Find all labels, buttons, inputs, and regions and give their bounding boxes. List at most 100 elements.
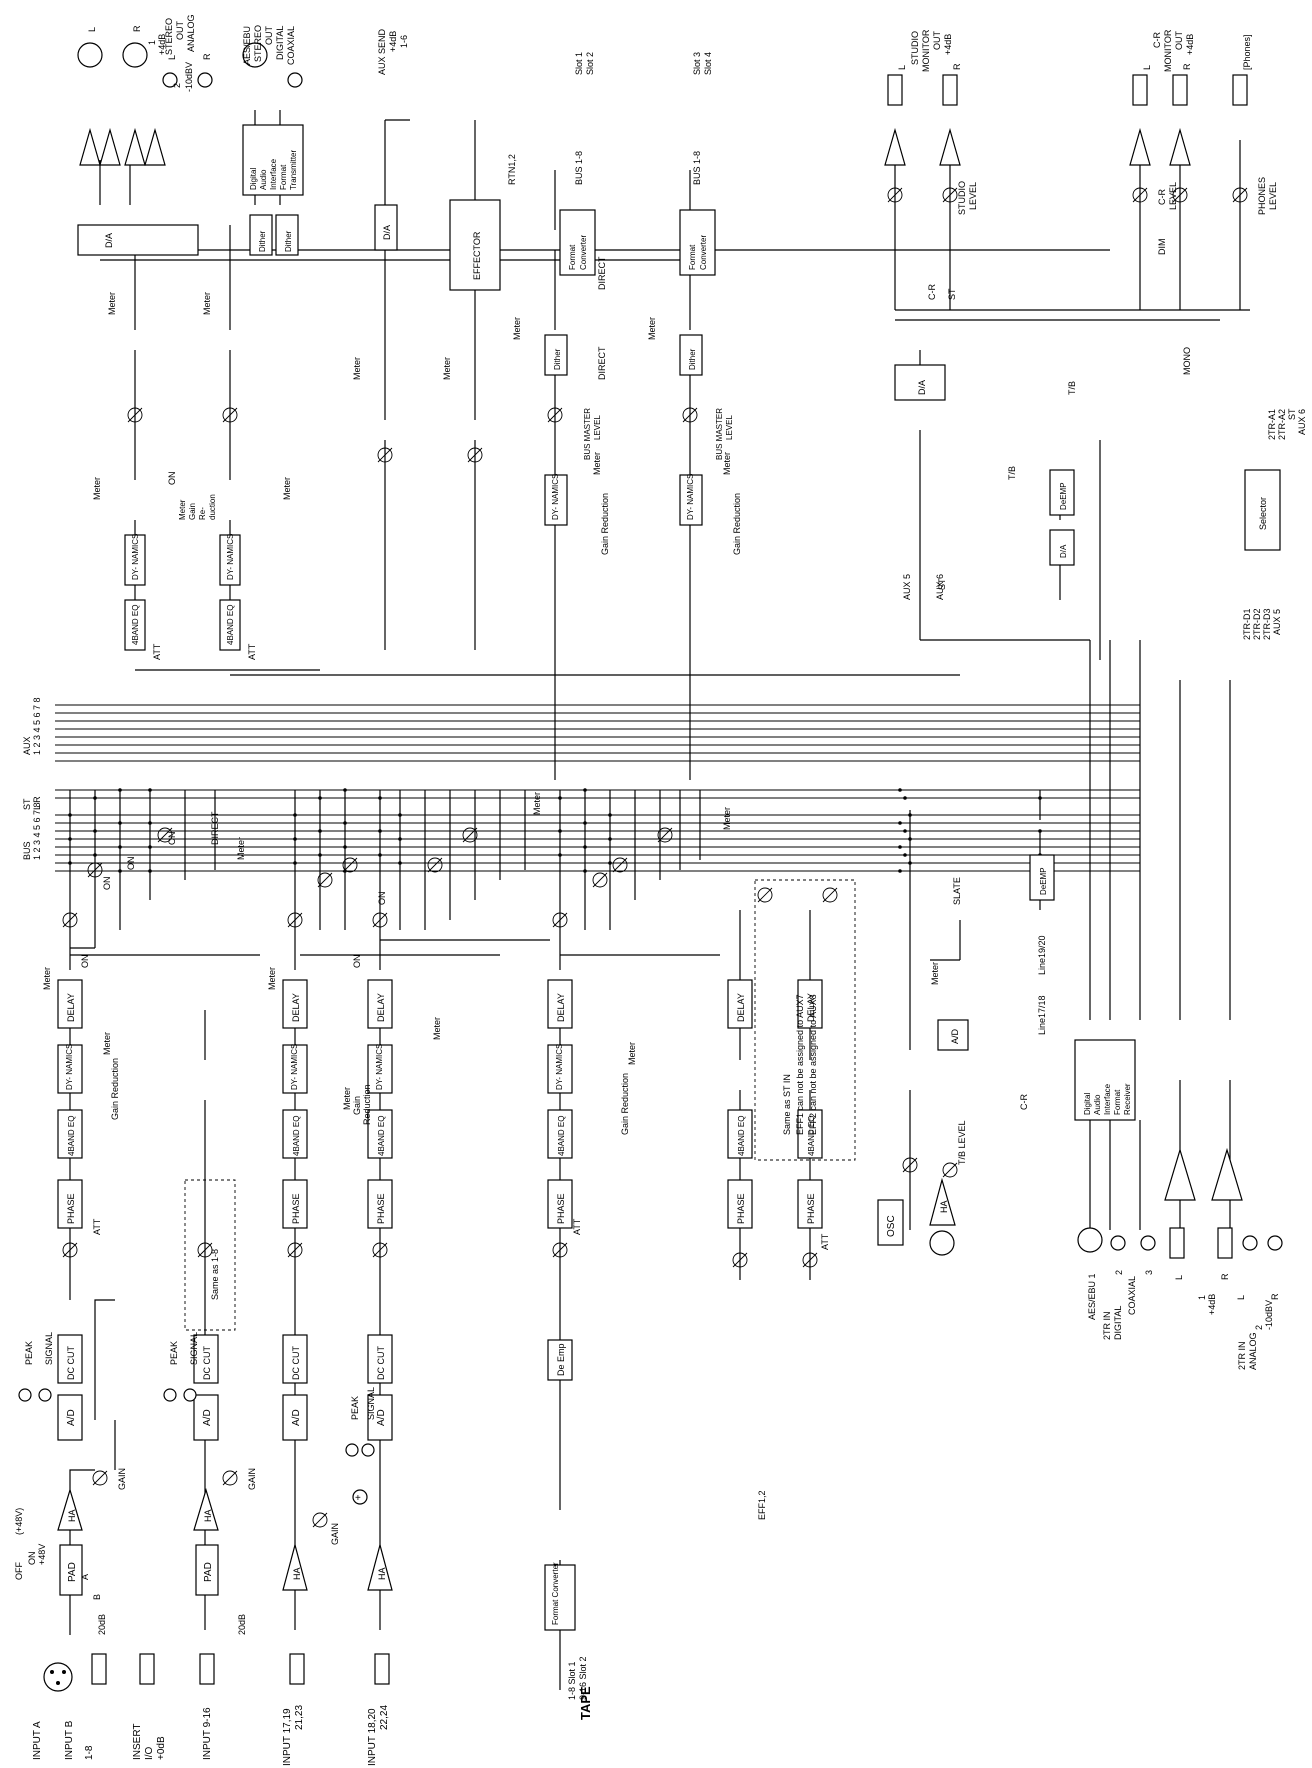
phone-jack-icon <box>199 1653 215 1685</box>
meter-label-3: Meter <box>532 792 542 815</box>
input-range-label: 1-8 <box>84 1745 95 1760</box>
input-section: PAD PAD HA HA HA HA A/D A/D A/D A/D DC C… <box>14 187 1248 1766</box>
line-amp-icon <box>1211 1147 1243 1201</box>
st-lr-label: L R <box>32 796 42 810</box>
analog-out-l: L <box>167 55 177 60</box>
monitor-section: L R STUDIO MONITOR OUT +4dB L R C-R MONI… <box>884 29 1307 640</box>
phone-jack-icon <box>942 74 958 106</box>
effector-block <box>449 199 501 291</box>
plus4db-value: +4dB <box>1207 1294 1217 1315</box>
on-label-17: ON <box>352 955 362 969</box>
stereo-gain-red: Meter <box>178 499 187 520</box>
monitor-tb-label-2: T/B <box>1007 466 1017 480</box>
phone-jack-icon <box>91 1653 107 1685</box>
bus-dyn-2 <box>679 474 703 526</box>
on-label-17b: ON <box>377 892 387 906</box>
phone-jack-icon <box>139 1653 155 1685</box>
plus4db-label: 1 <box>1197 1295 1207 1300</box>
delay-block <box>727 979 753 1029</box>
bm2-level-2: LEVEL <box>725 415 734 440</box>
eq-label: 4BAND EQ <box>377 1116 386 1156</box>
selector-label: Selector <box>1258 497 1268 530</box>
studio-level-2: LEVEL <box>968 182 978 210</box>
dc-cut-block <box>282 1334 308 1384</box>
delay-label: DELAY <box>736 993 746 1022</box>
monitor-cr-label: C-R <box>927 284 937 300</box>
coax-2-label: 2 <box>1114 1270 1124 1275</box>
bus-junction <box>903 853 907 857</box>
tape-slots-label-2: 9-16 Slot 2 <box>578 1656 588 1700</box>
ha-label: HA <box>377 1567 387 1580</box>
analog-word: ANALOG <box>186 14 196 52</box>
bus-dither-2-label: Dither <box>688 348 697 370</box>
gain-reduction-tape: Gain Reduction <box>620 1073 630 1135</box>
ha-amp-icon <box>367 1542 393 1591</box>
format-converter-label: Format Converter <box>551 1562 560 1625</box>
phantom-48v-label: +48V <box>37 1544 47 1565</box>
bm-level-1: BUS MASTER <box>583 408 592 460</box>
stereo-r-label: R <box>132 25 142 32</box>
dynamics-label: DY- NAMICS <box>290 1044 299 1090</box>
stereo-dyn-r-label: DY- NAMICS <box>226 534 235 580</box>
digital-in-word: DIGITAL <box>1113 1306 1123 1340</box>
dc-cut-label: DC CUT <box>202 1346 212 1380</box>
mono-label: MONO <box>1182 347 1192 375</box>
monitor-da-label-2: D/A <box>1059 544 1068 558</box>
phone-jack-icon <box>1232 74 1248 106</box>
bus-numbers: 1 2 3 4 5 6 7 8 <box>32 802 42 860</box>
phone-jack-icon <box>887 74 903 106</box>
slot2-label: Slot 2 <box>585 52 595 75</box>
pad-label: PAD <box>67 1562 78 1582</box>
same-as-1-8-label: Same as 1-8 <box>210 1249 220 1300</box>
eff1-note: EFF1 can not be assigned to AUX7 <box>795 994 805 1135</box>
tb-ad-block <box>937 1019 969 1051</box>
meter-label-17: Meter <box>267 967 277 990</box>
ad-label: A/D <box>376 1409 387 1426</box>
aux-bus-numbers: 1 2 3 4 5 6 7 8 <box>32 697 42 755</box>
de-emp-block <box>547 1339 573 1381</box>
stereo-digital-word: STEREO <box>253 25 263 62</box>
xlr-connector-icon <box>242 42 268 68</box>
meter-label-tape: Meter <box>627 1042 637 1065</box>
cr-level-2: LEVEL <box>1168 182 1178 210</box>
eff-st-in-box <box>754 879 856 1161</box>
stereo-word: STEREO <box>164 18 174 55</box>
fc1-line1: Format <box>568 244 577 270</box>
phase-label: PHASE <box>556 1193 566 1224</box>
delay-label: DELAY <box>376 993 386 1022</box>
monitor-da-block <box>894 364 946 401</box>
delay-label: DELAY <box>806 993 816 1022</box>
dither-label-2: Dither <box>284 230 293 252</box>
aes-ebu-1-label: AES/EBU 1 <box>1087 1273 1097 1320</box>
receiver-format: Format <box>1113 1089 1122 1115</box>
eq-block <box>282 1109 308 1159</box>
phase-block <box>547 1179 573 1229</box>
eq-block <box>797 1109 823 1159</box>
line-amp-icon <box>1164 1147 1196 1201</box>
stereo-dyn-r <box>219 534 241 586</box>
direct-label: DIRECT <box>210 811 220 845</box>
out-10dbv-label: -10dBV <box>184 62 194 92</box>
ha-amp-icon <box>282 1542 308 1591</box>
monitor-st-label-2: ST <box>937 578 947 590</box>
cr-word: C-R <box>1152 32 1162 48</box>
insert-io-level: +0dB <box>156 1736 167 1760</box>
bus-dyn-2-label: DY- NAMICS <box>686 474 695 520</box>
on-label-4: ON <box>167 832 177 846</box>
sel-a1: 2TR-A1 <box>1267 409 1277 440</box>
sel-d2: 2TR-D2 <box>1252 608 1262 640</box>
rca-connector-icon <box>162 72 178 88</box>
on-label: ON <box>80 955 90 969</box>
coaxial-connector-icon <box>1140 1235 1156 1251</box>
phone-jack-icon <box>1169 1227 1185 1259</box>
cr-out-word: OUT <box>1174 31 1184 51</box>
meter-label-delay: Meter <box>102 1032 112 1055</box>
rca-connector-icon <box>197 72 213 88</box>
tape-format-converter <box>544 1564 576 1631</box>
analog-in-word: ANALOG <box>1248 1332 1258 1370</box>
phones-level-2: LEVEL <box>1268 182 1278 210</box>
fc2-line2: Converter <box>699 235 708 270</box>
ha-amp-icon <box>57 1487 83 1531</box>
eq-label: 4BAND EQ <box>557 1116 566 1156</box>
line19-20-label: Line19/20 <box>1037 935 1047 975</box>
